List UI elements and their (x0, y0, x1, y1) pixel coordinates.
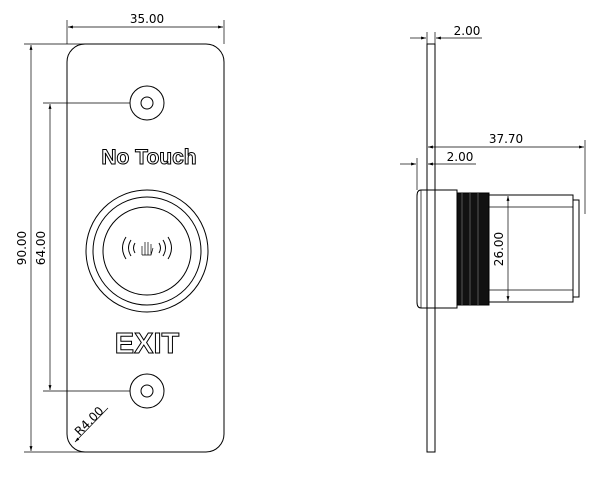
faceplate-outline (66, 43, 225, 453)
wave-hand-icon (122, 236, 172, 260)
corner-radius-dimension-value: R4.00 (72, 404, 107, 439)
no-touch-label: No Touch (101, 146, 196, 169)
height-dimension-value: 90.00 (15, 231, 29, 265)
width-dimension-value: 35.00 (130, 12, 164, 26)
width-dimension: 35.00 (66, 12, 225, 44)
button-flange (416, 189, 435, 309)
depth-dimension-value: 37.70 (489, 132, 523, 146)
top-screw-hole (129, 85, 165, 121)
front-view: No Touch EXIT 35.00 (15, 12, 225, 453)
body-diameter-dimension: 26.00 (492, 196, 510, 301)
flange-thickness-dimension: 2.00 (400, 150, 476, 190)
corner-radius-dimension: R4.00 (72, 404, 109, 443)
knurled-nut (434, 189, 490, 309)
side-view: 2.00 2.00 37.70 26.00 (400, 24, 586, 453)
depth-dimension: 37.70 (428, 132, 586, 214)
exit-label: EXIT (115, 328, 180, 360)
hole-spacing-dimension-value: 64.00 (34, 231, 48, 265)
bottom-screw-hole (129, 373, 165, 409)
body-diameter-dimension-value: 26.00 (492, 232, 506, 266)
hole-spacing-dimension: 64.00 (34, 102, 130, 392)
flange-thickness-dimension-value: 2.00 (447, 150, 474, 164)
plate-thickness-dimension: 2.00 (410, 24, 482, 44)
side-plate (426, 43, 436, 453)
height-dimension: 90.00 (15, 43, 87, 453)
touchless-sensor (85, 189, 209, 313)
plate-thickness-dimension-value: 2.00 (454, 24, 481, 38)
sensor-body (488, 194, 580, 303)
